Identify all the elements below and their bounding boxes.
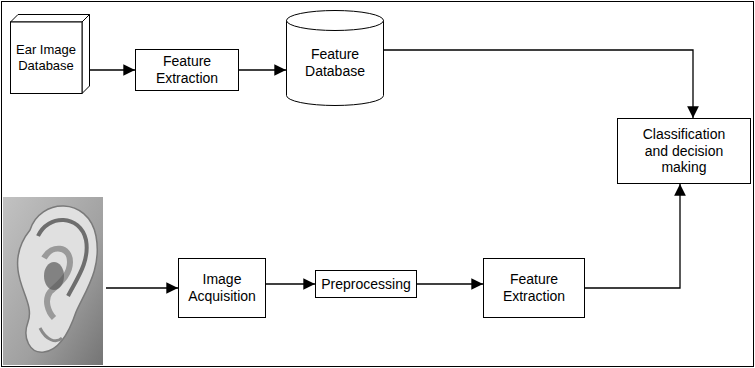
database-cube: Ear Image Database — [10, 14, 90, 94]
node-label: Feature Extraction — [487, 271, 581, 305]
node-label: Feature Database — [289, 46, 381, 80]
text-area: Feature Extraction — [487, 261, 581, 315]
node-label: Classification and decision making — [631, 126, 737, 176]
node-label: Feature Extraction — [139, 53, 235, 87]
flow-arrow — [417, 283, 483, 284]
decision-box: Classification and decision making — [617, 118, 751, 184]
flow-arrow — [384, 50, 693, 118]
process-box: Preprocessing — [315, 270, 417, 298]
database-cylinder: Feature Database — [286, 10, 384, 106]
process-box: Image Acquisition — [178, 258, 266, 318]
text-area: Classification and decision making — [621, 121, 747, 181]
text-area: Preprocessing — [319, 273, 413, 295]
flow-arrow — [90, 69, 135, 70]
flow-arrow — [585, 184, 680, 288]
flow-arrow — [266, 283, 315, 284]
text-area: Feature Database — [289, 30, 381, 96]
node-label: Preprocessing — [321, 276, 411, 293]
text-area: Feature Extraction — [139, 52, 235, 88]
node-label: Ear Image Database — [10, 42, 82, 73]
process-box: Feature Extraction — [483, 258, 585, 318]
ear-photo — [3, 197, 103, 365]
process-box: Feature Extraction — [135, 49, 239, 91]
node-label: Image Acquisition — [182, 271, 262, 305]
text-area: Image Acquisition — [182, 261, 262, 315]
text-area: Ear Image Database — [10, 22, 82, 94]
input-arrow — [106, 287, 178, 288]
flow-arrow — [239, 69, 286, 70]
